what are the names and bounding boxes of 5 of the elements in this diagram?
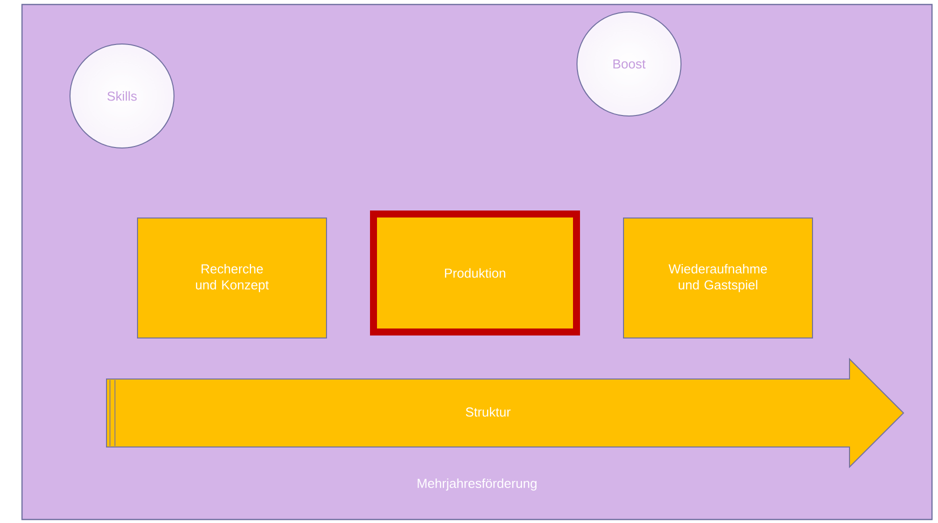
circle-badge: Boost (576, 12, 682, 116)
highlighted-process-box: Produktion (370, 210, 580, 336)
circle-badge: Skills (70, 44, 174, 148)
process-box: Wiederaufnahme und Gastspiel (623, 218, 813, 338)
process-box: Recherche und Konzept (137, 218, 327, 338)
